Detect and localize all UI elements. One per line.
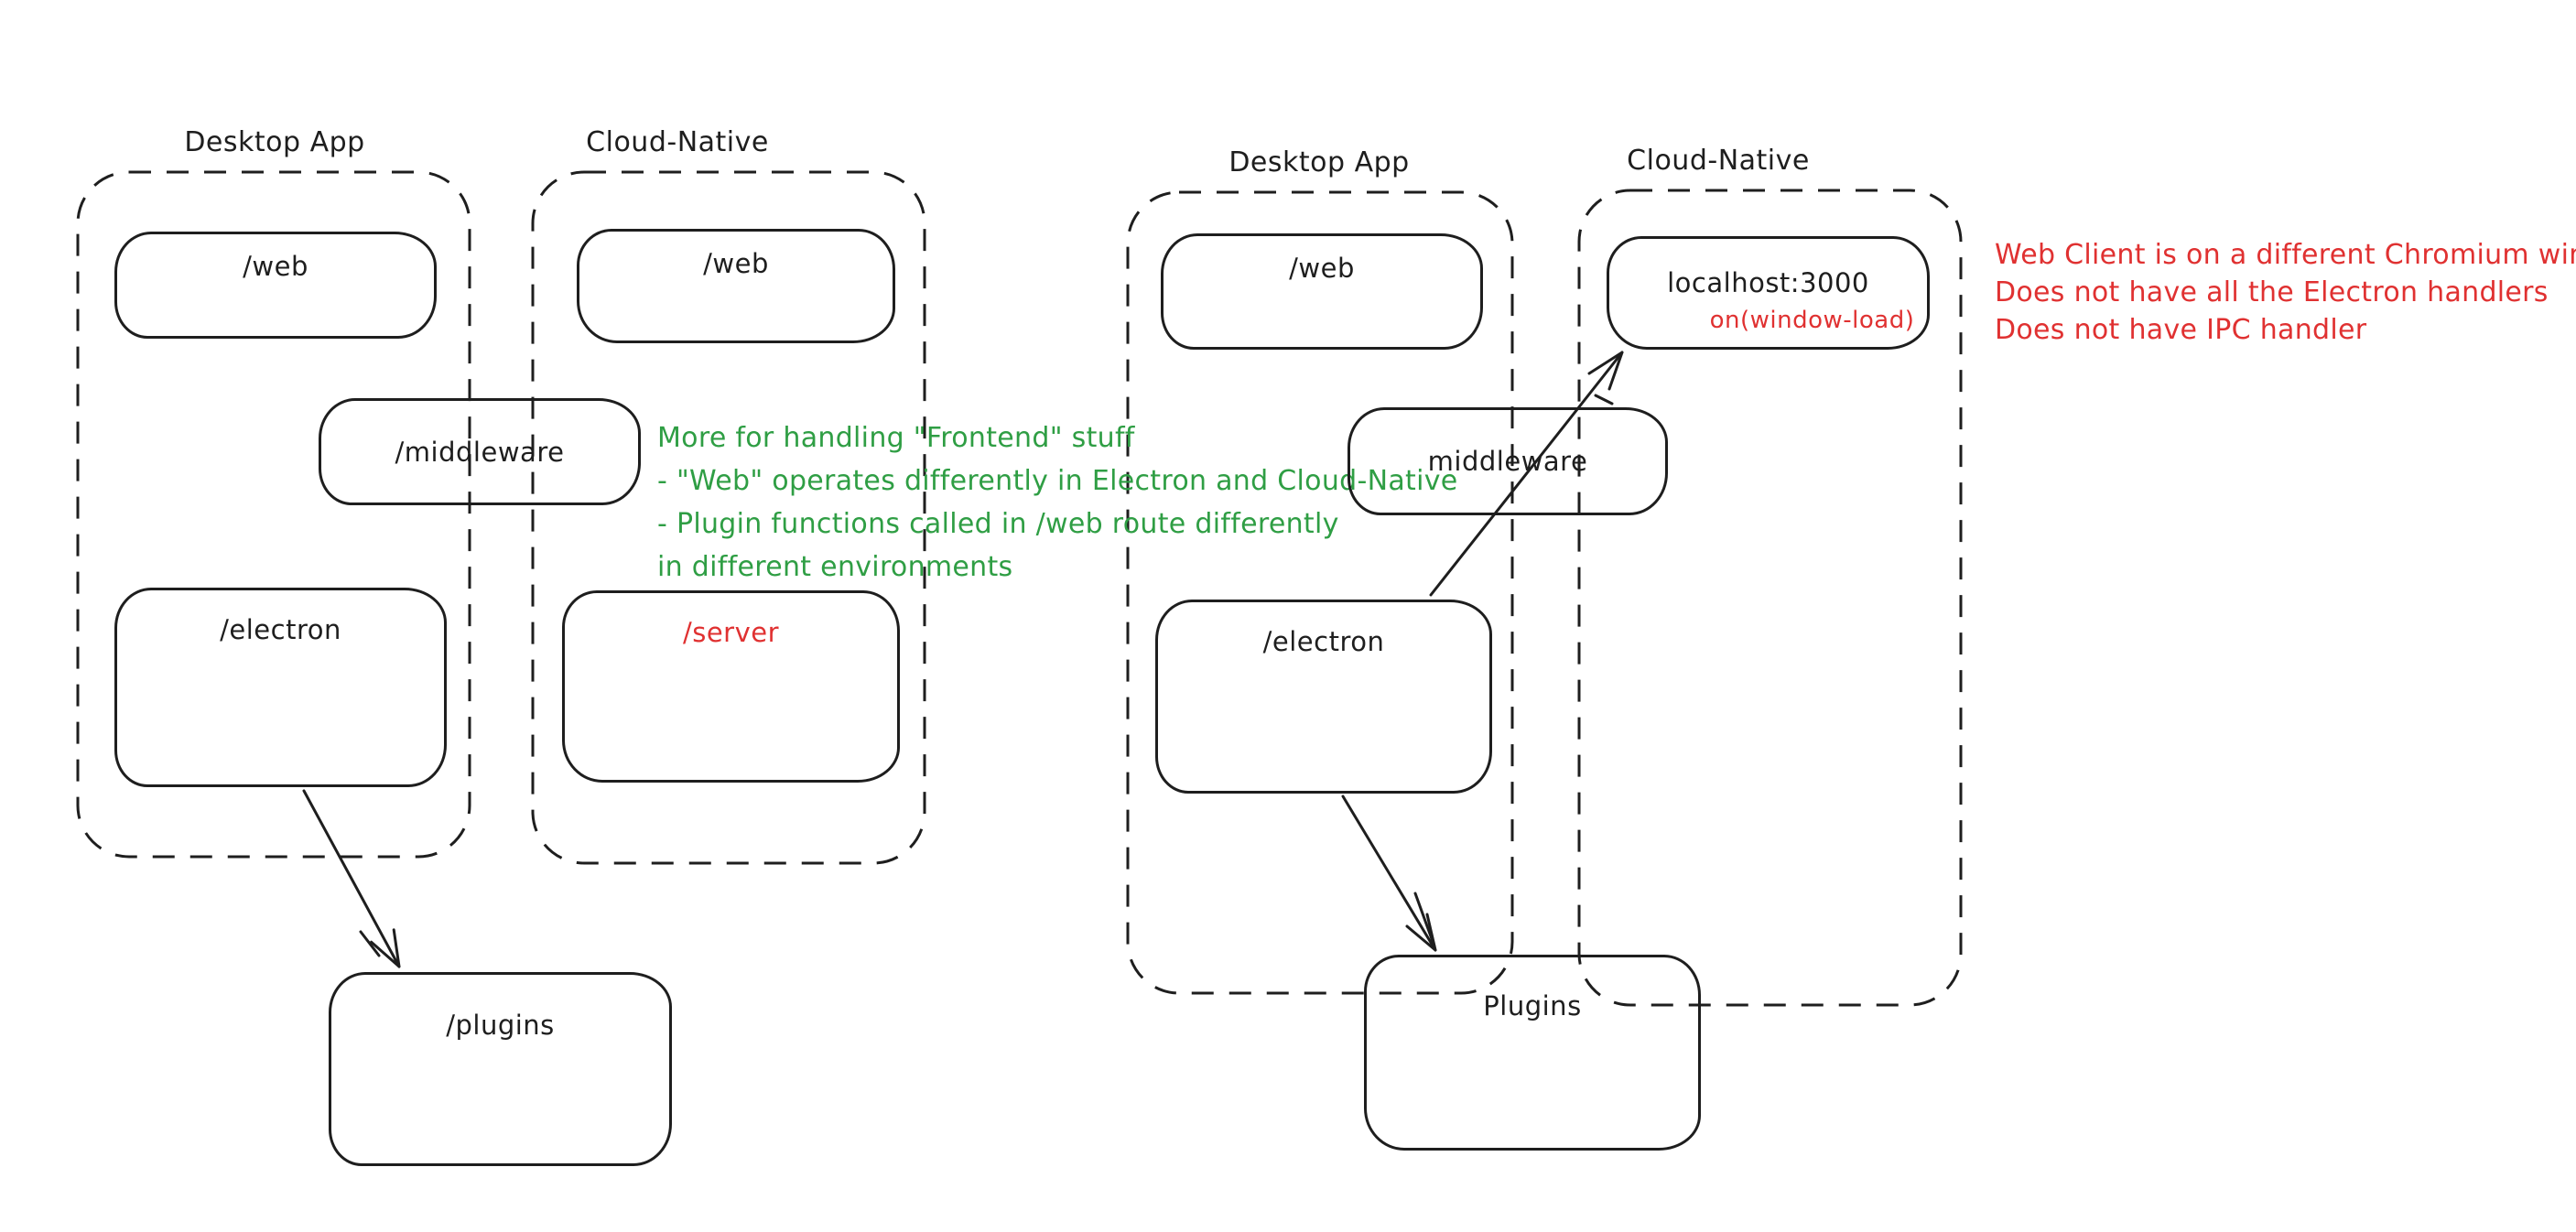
right-web-box[interactable]: /web — [1161, 233, 1483, 350]
right-middleware-label: middleware — [1427, 446, 1588, 477]
left-desktop-web-label: /web — [243, 251, 308, 282]
green-annotation-note[interactable]: More for handling "Frontend" stuff - "We… — [657, 416, 1458, 589]
arrow-head-sketch-stroke — [359, 930, 381, 957]
right-localhost-box[interactable]: localhost:3000 on(window-load) — [1607, 236, 1930, 350]
green-note-line: - "Web" operates differently in Electron… — [657, 465, 1458, 497]
right-localhost-event-label: on(window-load) — [1709, 306, 1915, 334]
green-note-line: More for handling "Frontend" stuff — [657, 422, 1135, 454]
arrow-head-sketch-stroke — [1413, 892, 1436, 948]
arrow-head — [1405, 913, 1437, 952]
red-note-line: Does not have all the Electron handlers — [1995, 276, 2549, 308]
right-desktop-app-container[interactable] — [1126, 190, 1514, 995]
left-desktop-app-title[interactable]: Desktop App — [184, 126, 365, 158]
left-cloud-native-container[interactable] — [531, 170, 926, 865]
right-middleware-box[interactable]: middleware — [1348, 407, 1668, 515]
green-note-line: in different environments — [657, 551, 1013, 583]
left-cloud-web-box[interactable]: /web — [577, 229, 895, 343]
red-annotation-note[interactable]: Web Client is on a different Chromium wi… — [1995, 236, 2576, 349]
arrow-left-electron-to-plugins[interactable] — [302, 789, 401, 968]
left-middleware-box[interactable]: /middleware — [319, 398, 641, 505]
red-note-line: Does not have IPC handler — [1995, 314, 2367, 346]
left-server-box[interactable]: /server — [562, 590, 900, 783]
left-cloud-native-title[interactable]: Cloud-Native — [586, 126, 769, 158]
right-cloud-native-container[interactable] — [1577, 189, 1963, 1007]
right-localhost-label: localhost:3000 — [1667, 266, 1869, 298]
arrow-right-electron-to-plugins[interactable] — [1341, 794, 1437, 952]
left-cloud-web-label: /web — [703, 248, 769, 279]
left-plugins-label: /plugins — [446, 1010, 555, 1041]
right-web-label: /web — [1289, 253, 1355, 284]
right-plugins-label: Plugins — [1483, 990, 1582, 1021]
arrow-head-sketch-stroke — [1594, 394, 1614, 405]
arrow-shaft — [302, 789, 401, 968]
left-plugins-box[interactable]: /plugins — [329, 972, 672, 1166]
right-electron-label: /electron — [1262, 626, 1385, 657]
left-middleware-label: /middleware — [395, 436, 565, 468]
arrow-head — [370, 928, 401, 968]
arrow-head — [1587, 351, 1624, 391]
red-note-line: Web Client is on a different Chromium wi… — [1995, 239, 2576, 271]
left-electron-box[interactable]: /electron — [114, 588, 447, 787]
right-electron-box[interactable]: /electron — [1155, 600, 1492, 794]
right-cloud-native-title[interactable]: Cloud-Native — [1627, 145, 1810, 177]
left-desktop-app-container[interactable] — [76, 170, 471, 859]
left-server-label: /server — [682, 617, 780, 648]
green-note-line: - Plugin functions called in /web route … — [657, 508, 1339, 540]
arrow-shaft — [1341, 794, 1437, 952]
right-desktop-app-title[interactable]: Desktop App — [1228, 146, 1410, 178]
left-electron-label: /electron — [220, 614, 341, 645]
left-desktop-web-box[interactable]: /web — [114, 232, 437, 339]
right-plugins-box[interactable]: Plugins — [1364, 955, 1701, 1151]
arrow-shaft — [1429, 351, 1624, 597]
arrow-right-electron-to-localhost[interactable] — [1429, 351, 1624, 597]
